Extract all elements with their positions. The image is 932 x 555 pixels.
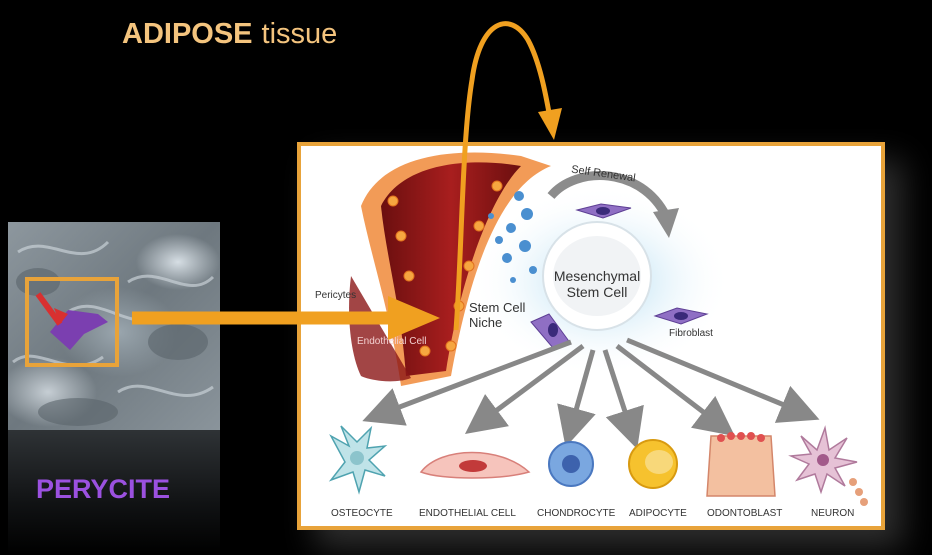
perycite-label: PERYCITE bbox=[36, 474, 171, 504]
vessel-endothelial-label: Endothelial Cell bbox=[357, 336, 427, 347]
differentiation-arrows bbox=[362, 337, 820, 450]
horizontal-arrow bbox=[132, 296, 440, 340]
chondrocyte-icon bbox=[548, 441, 594, 487]
osteocyte-label: OSTEOCYTE bbox=[331, 508, 393, 519]
adipocyte-label: ADIPOCYTE bbox=[629, 508, 687, 519]
self-renewal-arrow bbox=[547, 171, 671, 219]
zoom-box bbox=[25, 277, 119, 367]
fibroblast-label: Fibroblast bbox=[669, 328, 713, 339]
msc-label: Mesenchymal Stem Cell bbox=[553, 268, 641, 300]
sem-micrograph bbox=[8, 222, 220, 430]
pointer-arrow-icon bbox=[35, 292, 63, 326]
title-rest: tissue bbox=[261, 18, 338, 50]
pericyte-cell bbox=[50, 310, 108, 350]
osteocyte-icon bbox=[328, 425, 388, 495]
signal-bubbles bbox=[488, 191, 537, 283]
neuron-icon bbox=[788, 425, 868, 506]
endothelial-cell-label: ENDOTHELIAL CELL bbox=[419, 508, 516, 519]
sem-reflection bbox=[8, 430, 220, 555]
odontoblast-icon bbox=[706, 432, 776, 497]
odontoblast-label: ODONTOBLAST bbox=[707, 508, 783, 519]
title-emphasis: ADIPOSE bbox=[122, 18, 253, 50]
chondrocyte-label: CHONDROCYTE bbox=[537, 508, 616, 519]
loop-arrow bbox=[453, 21, 562, 331]
pericytes-label: Pericytes bbox=[315, 290, 357, 301]
stem-cell-niche-label: Stem Cell Niche bbox=[469, 300, 526, 330]
neuron-label: NEURON bbox=[811, 508, 855, 519]
adipocyte-icon bbox=[628, 439, 678, 489]
endothelial-cell-icon bbox=[419, 451, 531, 479]
